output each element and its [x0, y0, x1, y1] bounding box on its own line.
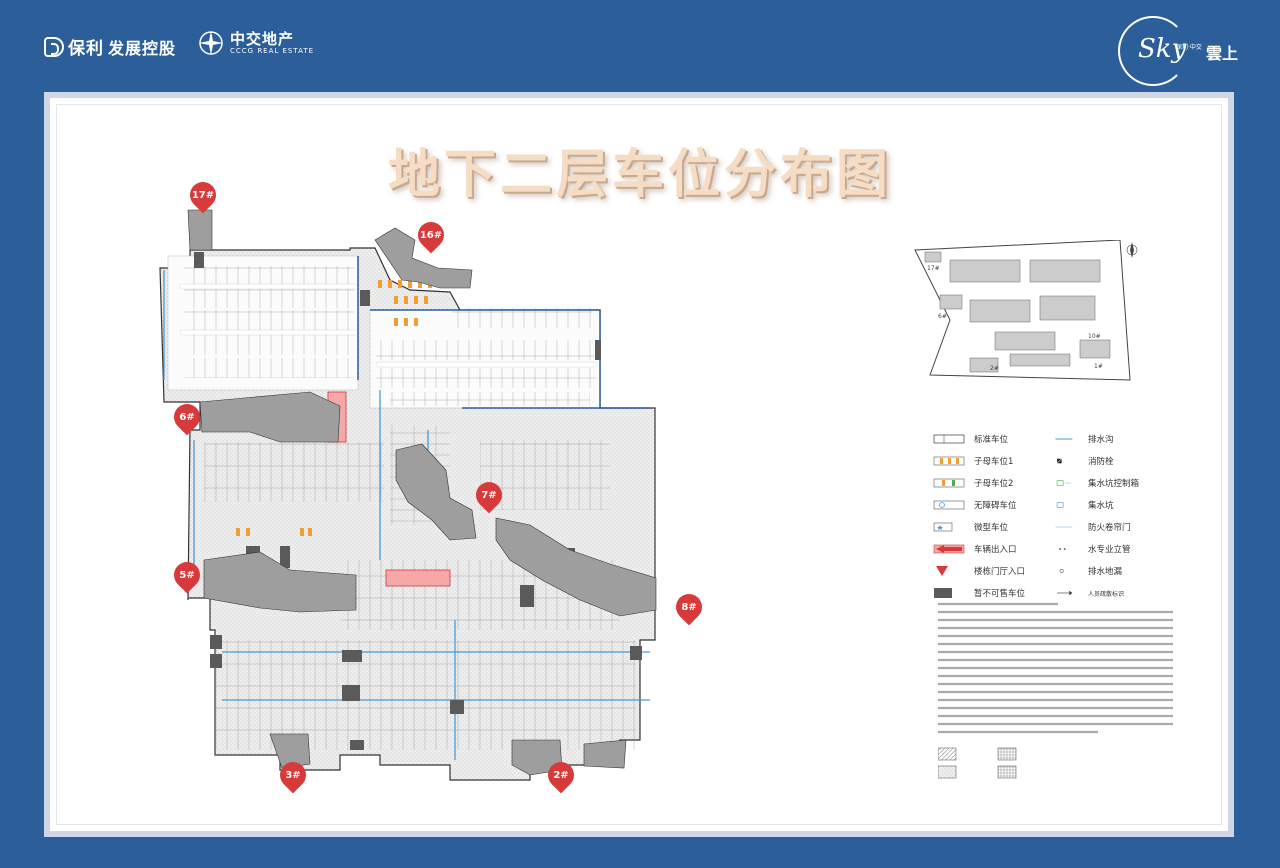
building-marker-label: 8# — [681, 601, 697, 613]
legend-item: 子母车位2 — [932, 476, 1013, 490]
page-header: 保利 发展控股 中交地产 CCCG REAL ESTATE Sky 保利·中交 … — [0, 0, 1280, 92]
legend-item: 水专业立管 — [1054, 542, 1131, 556]
legend-item: 防火卷帘门 — [1054, 520, 1131, 534]
sky-tiny: 保利·中交 — [1176, 44, 1202, 51]
legend-item: 集水坑控制箱 — [1054, 476, 1139, 490]
legend-item: 子母车位1 — [932, 454, 1013, 468]
building-marker-5: 5# — [168, 556, 206, 594]
stall-row — [376, 368, 596, 388]
pipe-icon — [1057, 590, 1073, 596]
key-plan: 17# 6# 10# 2# 1# — [914, 240, 1138, 381]
micro-space-icon — [933, 522, 953, 532]
north-arrow-icon — [1126, 242, 1138, 258]
drive-aisle — [375, 361, 597, 368]
drive-aisle — [179, 329, 359, 336]
legend-item: 标准车位 — [932, 432, 1008, 446]
legend-item: 排水沟 — [1054, 432, 1114, 446]
svg-text:1#: 1# — [1094, 363, 1103, 370]
building-marker-label: 2# — [553, 769, 569, 781]
legend-item: 集水坑 — [1054, 498, 1114, 512]
building-marker-7: 7# — [470, 476, 508, 514]
legend-item: 排水地漏 — [1054, 564, 1122, 578]
legend-item: 无障碍车位 — [932, 498, 1017, 512]
stall-row — [390, 392, 590, 406]
panel-inner-border — [56, 104, 1222, 825]
sky-name: 雲上 — [1206, 44, 1239, 63]
key-plan-labels: 17# 6# 10# 2# 1# — [927, 265, 1103, 372]
svg-text:2#: 2# — [990, 365, 999, 372]
stall-row — [184, 335, 354, 355]
building-marker-label: 17# — [191, 189, 215, 201]
building-marker-6: 6# — [168, 398, 206, 436]
legend-item: 车辆出入口 — [932, 542, 1017, 556]
legend-item: 人员疏散标识 — [1054, 586, 1124, 600]
legend-item: 消防栓 — [1054, 454, 1114, 468]
building-marker-16: 16# — [412, 216, 450, 254]
tandem-space-2-icon — [933, 478, 965, 488]
stall-row — [184, 288, 354, 308]
stall-row — [184, 358, 354, 378]
building-marker-3: 3# — [274, 756, 312, 794]
sump-control-box-icon — [1056, 480, 1071, 486]
legend-item: 微型车位 — [932, 520, 1008, 534]
page-title: 地下二层车位分布图 — [387, 145, 892, 205]
sky-ring-icon — [1118, 16, 1188, 86]
unsold-space-icon — [934, 588, 952, 598]
tandem-space-1-icon — [933, 456, 965, 466]
svg-text:17#: 17# — [927, 265, 940, 272]
stall-row — [452, 308, 592, 328]
sky-project-logo: Sky 保利·中交 雲上 — [1118, 10, 1238, 90]
building-cores — [187, 209, 657, 776]
fire-shutter-icon — [1055, 526, 1073, 528]
drain-ditch-icon — [1055, 438, 1073, 440]
accessible-space-icon — [933, 500, 965, 510]
cccg-english: CCCG REAL ESTATE — [230, 46, 315, 55]
legend-item: 暂不可售车位 — [932, 586, 1025, 600]
compass-star-icon — [199, 31, 223, 55]
cccg-name: 中交地产 — [230, 29, 295, 48]
building-marker-label: 6# — [179, 411, 195, 423]
sump-pit-icon — [1056, 502, 1064, 508]
building-marker-2: 2# — [542, 756, 580, 794]
building-marker-label: 7# — [481, 489, 497, 501]
building-marker-label: 3# — [285, 769, 301, 781]
hatch-swatches — [938, 747, 1017, 779]
building-marker-8: 8# — [670, 588, 708, 626]
stall-row — [184, 310, 354, 330]
svg-text:6#: 6# — [938, 313, 947, 320]
drive-aisle — [179, 283, 359, 290]
building-marker-17: 17# — [184, 176, 222, 214]
legend-item: 楼栋门厅入口 — [932, 564, 1025, 578]
building-marker-label: 16# — [419, 229, 443, 241]
svg-text:10#: 10# — [1088, 333, 1101, 340]
fire-hydrant-icon — [1056, 458, 1062, 464]
poly-mark-icon — [44, 36, 64, 57]
floor-drain-icon — [1059, 569, 1064, 573]
poly-name: 保利 — [68, 39, 104, 59]
zone-boundary-blue — [357, 256, 650, 409]
poly-logo: 保利 发展控股 — [44, 34, 176, 59]
stall-row — [184, 266, 354, 284]
lobby-entrance-icon — [936, 566, 948, 576]
poly-sub: 发展控股 — [108, 38, 177, 58]
cccg-logo: 中交地产 CCCG REAL ESTATE — [198, 30, 314, 56]
sky-script: Sky — [1138, 34, 1187, 64]
vehicle-entrance-icon — [933, 544, 965, 554]
stall-row — [376, 340, 596, 360]
building-marker-label: 5# — [179, 569, 195, 581]
stall-block — [216, 640, 636, 750]
stall-block — [204, 442, 384, 502]
standard-space-icon — [933, 434, 965, 444]
notes-block — [938, 602, 1173, 734]
water-riser-icon — [1059, 548, 1066, 550]
floor-plan — [159, 209, 657, 781]
